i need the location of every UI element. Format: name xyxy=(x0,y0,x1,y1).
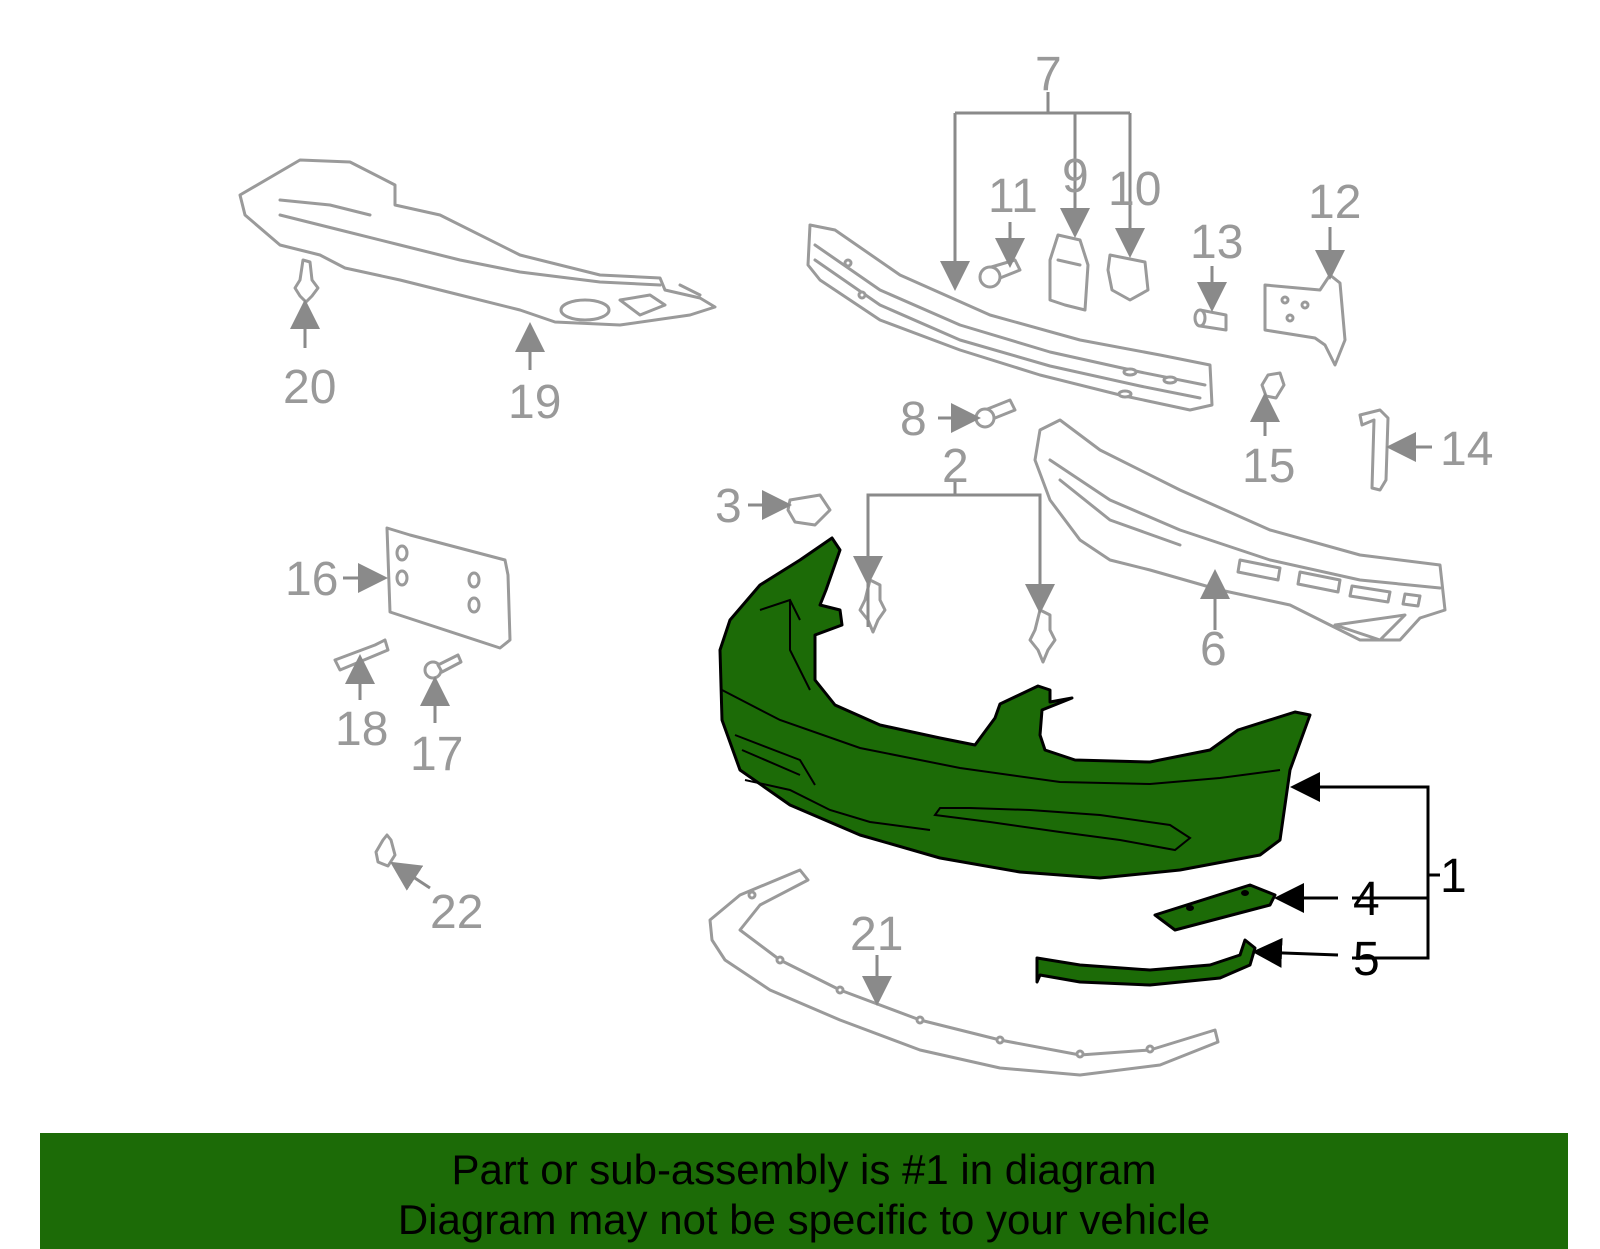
banner-line-1: Part or sub-assembly is #1 in diagram xyxy=(451,1146,1157,1193)
callout-2: 2 xyxy=(942,440,969,493)
callout-12: 12 xyxy=(1308,176,1361,229)
callout-16: 16 xyxy=(285,553,338,606)
banner-line-2: Diagram may not be specific to your vehi… xyxy=(397,1196,1211,1243)
part-12-mounting-bracket[interactable] xyxy=(1263,273,1347,367)
info-banner: Part or sub-assembly is #1 in diagram Di… xyxy=(40,1133,1568,1249)
callout-5: 5 xyxy=(1353,933,1380,986)
part-14-clip[interactable] xyxy=(1358,408,1390,492)
callout-9: 9 xyxy=(1062,150,1089,203)
part-16-license-bracket[interactable] xyxy=(385,526,512,650)
callout-15: 15 xyxy=(1242,440,1295,493)
part-11-bolt[interactable] xyxy=(978,258,1022,289)
callout-numbers: 1 2 3 4 5 6 7 8 9 10 11 12 13 14 15 16 1… xyxy=(283,48,1493,986)
callout-21: 21 xyxy=(850,908,903,961)
part-21-lower-valance[interactable] xyxy=(708,868,1220,1077)
part-7-impact-bar[interactable] xyxy=(806,223,1214,412)
callout-7: 7 xyxy=(1035,48,1062,101)
part-4-bracket[interactable] xyxy=(1153,883,1277,932)
callout-1: 1 xyxy=(1440,850,1467,903)
callout-3: 3 xyxy=(715,480,742,533)
part-8-bolt[interactable] xyxy=(974,398,1017,429)
part-19-air-deflector[interactable] xyxy=(238,158,717,327)
part-15-grommet[interactable] xyxy=(1260,371,1286,400)
callout-18: 18 xyxy=(335,703,388,756)
callout-14: 14 xyxy=(1440,423,1493,476)
callout-8: 8 xyxy=(900,393,927,446)
part-5-strip[interactable] xyxy=(1035,938,1257,987)
part-20-push-pin[interactable] xyxy=(293,258,320,304)
leader-lines-black xyxy=(1252,772,1440,968)
callout-6: 6 xyxy=(1200,623,1227,676)
part-17-screw[interactable] xyxy=(423,653,463,680)
part-10-cap[interactable] xyxy=(1106,253,1150,302)
part-13-spacer[interactable] xyxy=(1193,308,1228,332)
callout-11: 11 xyxy=(988,170,1038,223)
part-6-energy-absorber[interactable] xyxy=(1033,418,1447,642)
part-1-bumper-cover[interactable] xyxy=(718,536,1312,880)
callout-17: 17 xyxy=(410,728,463,781)
leader-lines-gray xyxy=(290,92,1432,1006)
callout-19: 19 xyxy=(508,376,561,429)
callout-20: 20 xyxy=(283,361,336,414)
callout-22: 22 xyxy=(430,886,483,939)
callout-4: 4 xyxy=(1353,873,1380,926)
part-2-push-pins[interactable] xyxy=(858,578,1057,664)
part-9-bracket[interactable] xyxy=(1048,233,1090,312)
part-22-clip[interactable] xyxy=(374,833,397,868)
callout-13: 13 xyxy=(1190,216,1243,269)
part-3-bracket[interactable] xyxy=(786,493,832,527)
callout-10: 10 xyxy=(1108,163,1161,216)
